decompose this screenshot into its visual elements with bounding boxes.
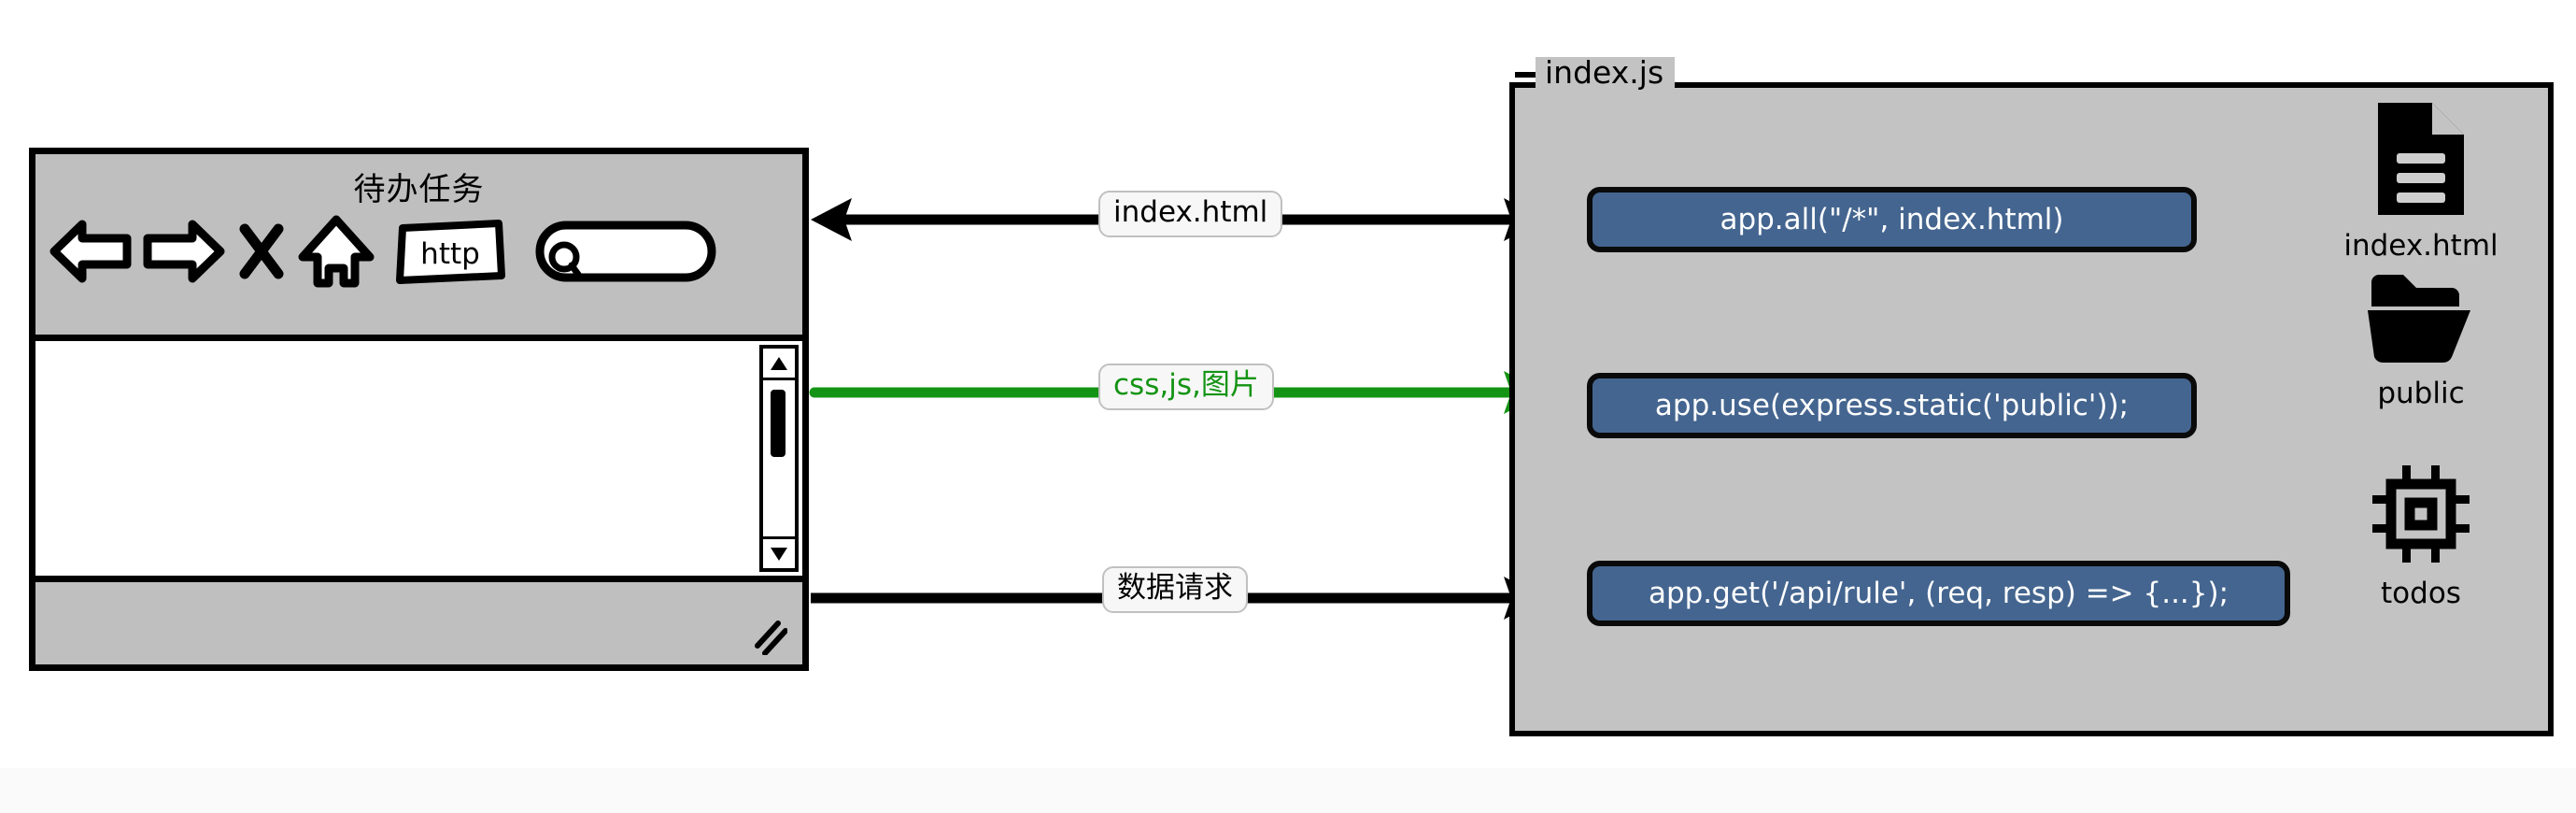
connector-label-static-assets: css,js,图片 <box>1098 364 1274 410</box>
open-folder-icon <box>2366 269 2476 371</box>
home-icon[interactable] <box>297 212 375 291</box>
scroll-down-arrow-icon[interactable] <box>763 536 795 568</box>
connector-label-data-request: 数据请求 <box>1102 566 1248 613</box>
page-title: 待办任务 <box>353 171 485 208</box>
address-bar-value: http <box>420 237 480 271</box>
resource-label-index-html: index.html <box>2343 229 2498 263</box>
browser-window: 待办任务 <box>29 148 809 671</box>
footer-band <box>0 768 2576 813</box>
browser-toolbar: 待办任务 <box>35 154 802 341</box>
server-panel: index.js app.all("/*", index.html) app.u… <box>1509 57 2554 736</box>
back-arrow-icon[interactable] <box>49 215 134 288</box>
vertical-scrollbar[interactable] <box>759 345 799 572</box>
code-block-app-all[interactable]: app.all("/*", index.html) <box>1587 187 2197 252</box>
legend-dash <box>1515 72 1536 78</box>
code-block-app-get-api-rule[interactable]: app.get('/api/rule', (req, resp) => {...… <box>1587 561 2290 626</box>
code-block-app-use-static[interactable]: app.use(express.static('public')); <box>1587 373 2197 438</box>
resource-label-todos: todos <box>2381 577 2461 610</box>
scroll-up-arrow-icon[interactable] <box>763 349 795 380</box>
resource-todos[interactable]: todos <box>2332 462 2510 610</box>
address-bar[interactable]: http <box>394 217 506 286</box>
resource-public[interactable]: public <box>2332 269 2510 410</box>
browser-status-bar <box>35 582 802 664</box>
document-file-icon <box>2371 99 2471 223</box>
toolbar-icon-group: http <box>49 212 719 291</box>
resource-label-public: public <box>2377 377 2465 410</box>
server-panel-legend: index.js <box>1515 54 1676 91</box>
resize-grip-icon[interactable] <box>748 616 788 656</box>
connector-label-index-html: index.html <box>1098 191 1283 237</box>
browser-content-area <box>35 341 802 582</box>
scrollbar-thumb[interactable] <box>771 390 786 457</box>
close-x-icon[interactable] <box>235 218 288 285</box>
search-input[interactable] <box>532 214 719 289</box>
chip-database-icon <box>2369 462 2473 571</box>
server-panel-legend-text: index.js <box>1545 54 1664 91</box>
resource-index-html[interactable]: index.html <box>2332 99 2510 263</box>
forward-arrow-icon[interactable] <box>140 215 226 288</box>
